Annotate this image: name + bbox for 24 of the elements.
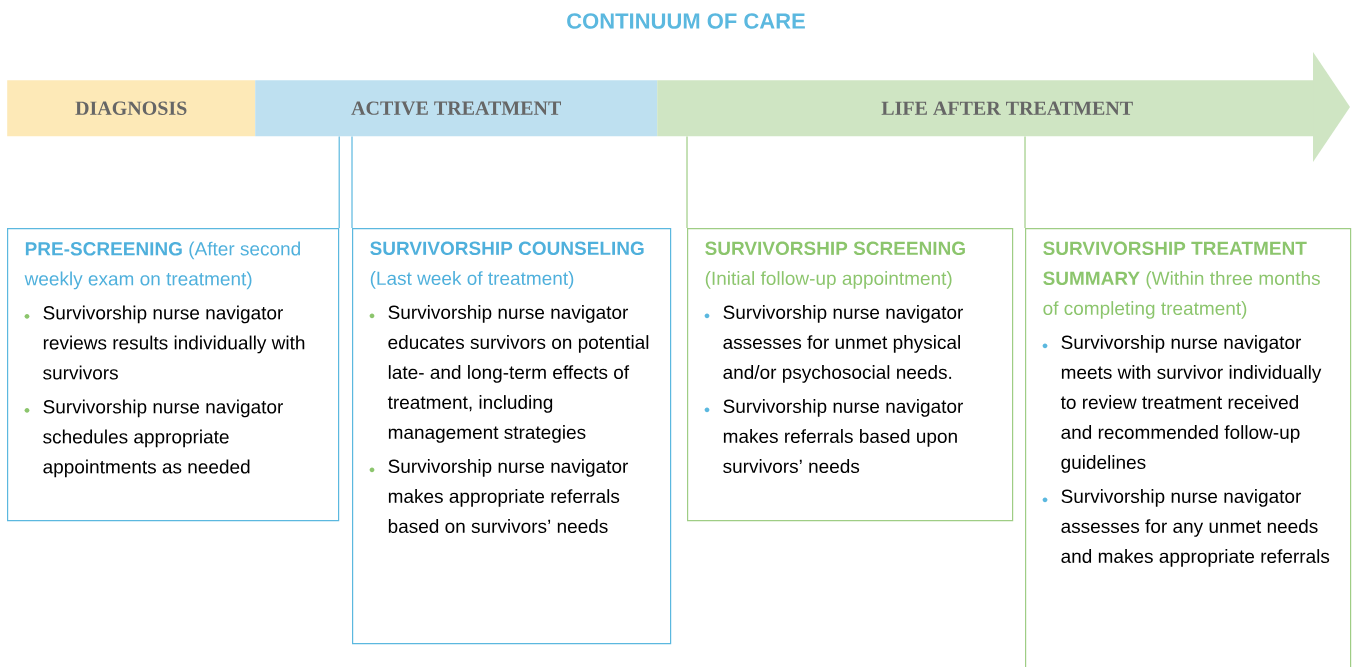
box-heading: SURVIVORSHIP SCREENING (Initial follow-up appointment) bbox=[705, 241, 965, 289]
title: CONTINUUM OF CARE bbox=[567, 13, 805, 29]
bullet-item: Survivorship nurse navigator educates survivors on potential late- and long-term effects of treatment, including management strategies bbox=[369, 305, 649, 443]
info-box bbox=[687, 228, 1014, 522]
bullet-item: Survivorship nurse navigator reviews results individually with survivors bbox=[24, 305, 305, 380]
bullet-item: Survivorship nurse navigator assesses for unmet physical and/or psychosocial needs. bbox=[704, 305, 963, 383]
bullet-item: Survivorship nurse navigator schedules appropriate appointments as needed bbox=[24, 399, 283, 478]
info-box bbox=[7, 228, 340, 522]
info-box bbox=[1025, 228, 1352, 667]
box-heading: SURVIVORSHIP COUNSELING (Last week of treatment) bbox=[370, 241, 644, 289]
phase-band: LIFE AFTER TREATMENT bbox=[657, 52, 1350, 162]
connector-line bbox=[351, 135, 353, 229]
bullet-item: Survivorship nurse navigator makes referrals based upon survivors’ needs bbox=[704, 399, 963, 474]
box-heading: SURVIVORSHIP TREATMENT SUMMARY (Within three months of completing treatment) bbox=[1043, 241, 1320, 319]
bullet-item: Survivorship nurse navigator meets with survivor individually to review treatment received and recommended follow-up guidelines bbox=[1042, 335, 1322, 473]
connector-line bbox=[686, 135, 688, 229]
info-box bbox=[352, 228, 672, 645]
bullet-item: Survivorship nurse navigator assesses for any unmet needs and makes appropriate referrals bbox=[1042, 489, 1330, 567]
box-heading: PRE-SCREENING (After second weekly exam on treatment) bbox=[24, 241, 300, 290]
connector-line bbox=[338, 135, 340, 229]
connector-line bbox=[1024, 135, 1026, 229]
phase-band: ACTIVE TREATMENT bbox=[255, 80, 658, 137]
bullet-item: Survivorship nurse navigator makes appropriate referrals based on survivors’ needs bbox=[369, 459, 628, 534]
phase-band: DIAGNOSIS bbox=[7, 80, 256, 137]
